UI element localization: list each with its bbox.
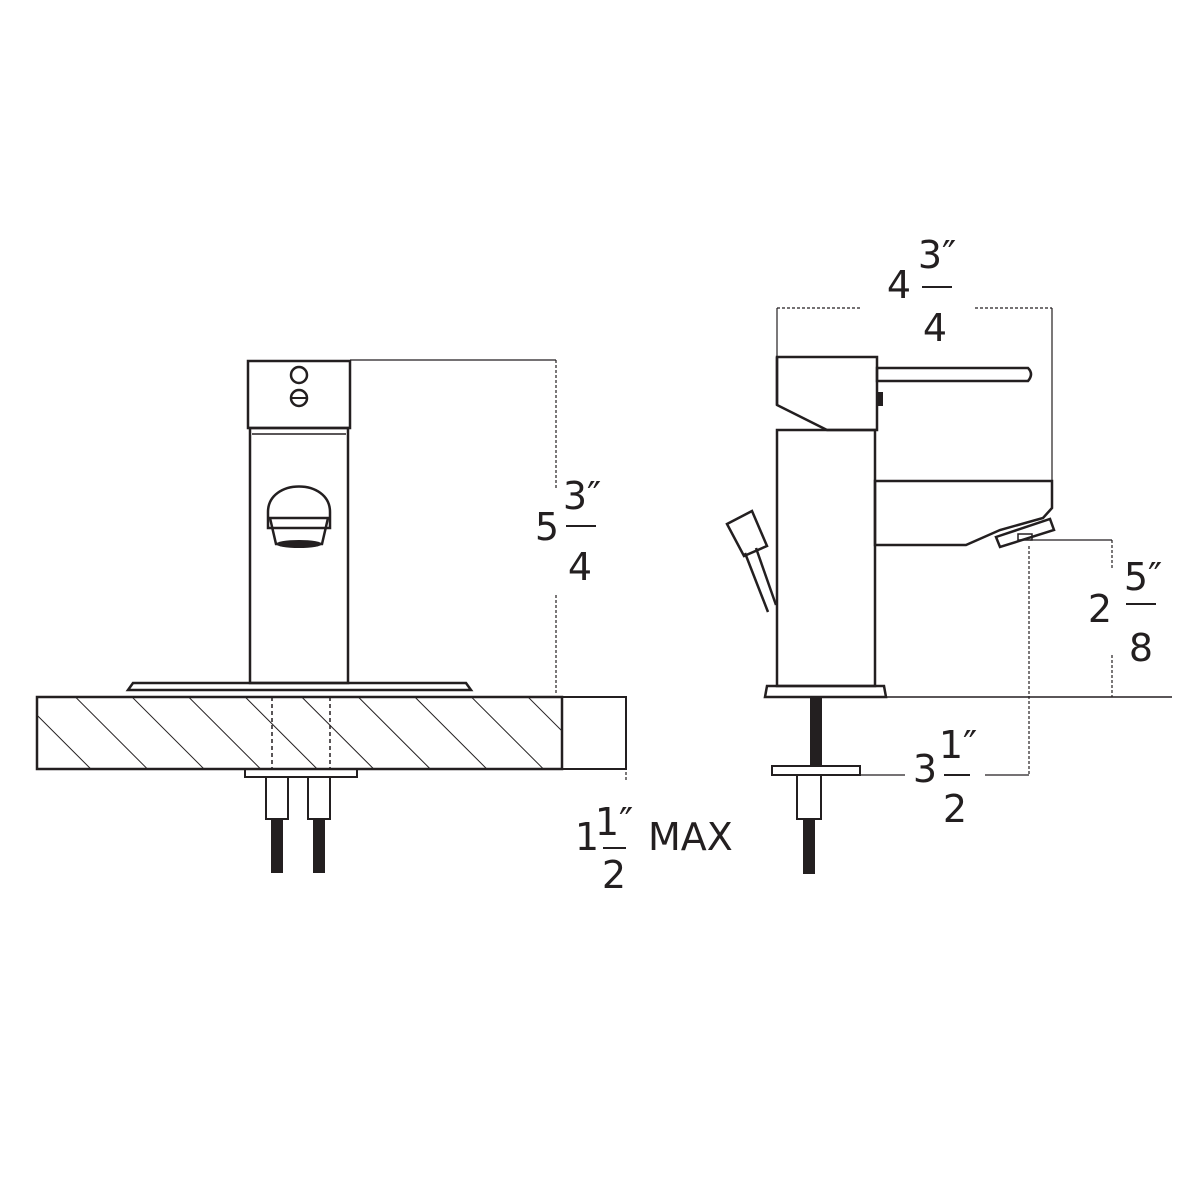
- deck-max-label: MAX: [648, 815, 733, 859]
- threaded-rod-side-lower: [803, 819, 815, 874]
- aerator-outlet: [276, 540, 322, 548]
- threaded-rod-left: [271, 819, 283, 873]
- depth-denominator: 4: [923, 306, 947, 350]
- side-view: 4 3″ 4 2 5″ 8 3 1″ 2: [725, 233, 1172, 874]
- depth-whole: 4: [887, 263, 911, 307]
- faucet-body-front: [248, 426, 350, 685]
- spout-side: [873, 479, 1054, 547]
- spout-front: [266, 485, 332, 530]
- countertop-section: [35, 695, 627, 771]
- mounting-hardware-front: [244, 768, 358, 873]
- drain-rod-right: [754, 547, 778, 606]
- shank-left: [265, 776, 289, 820]
- front-view: 5 3″ 4 1 1″ 2 MAX: [35, 359, 733, 897]
- drain-rod-left: [743, 552, 770, 613]
- mounting-washer-side: [771, 765, 861, 776]
- threaded-rod-side-upper: [810, 697, 822, 767]
- countertop-edge: [561, 696, 627, 770]
- faucet-side: [725, 355, 1056, 699]
- handle-lever-dot: [289, 365, 309, 385]
- height-denominator: 4: [568, 545, 592, 589]
- countertop-hatching: [37, 697, 562, 769]
- shank-side: [796, 774, 822, 820]
- deck-numerator: 1″: [595, 800, 633, 844]
- shank-length-dimension: 3 1″ 2: [860, 546, 1030, 831]
- shank-length-denominator: 2: [943, 787, 967, 831]
- depth-numerator: 3″: [918, 233, 956, 277]
- handle-pivot: [877, 392, 883, 406]
- shank-length-numerator: 1″: [939, 723, 977, 767]
- spout-height-denominator: 8: [1129, 626, 1153, 670]
- height-dimension: 5 3″ 4: [350, 359, 601, 695]
- spout-height-whole: 2: [1088, 587, 1112, 631]
- base-plate-side: [763, 684, 888, 699]
- shank-right: [307, 776, 331, 820]
- mounting-washer-front: [244, 768, 358, 778]
- spout-height-numerator: 5″: [1124, 555, 1162, 599]
- drain-knob: [725, 509, 769, 558]
- aerator-side: [994, 517, 1056, 549]
- deck-denominator: 2: [602, 853, 626, 897]
- handle-cap-front: [246, 359, 352, 430]
- deck-whole: 1: [575, 815, 599, 859]
- mounting-hardware-side: [771, 697, 861, 874]
- height-numerator: 3″: [563, 474, 601, 518]
- handle-cap-side: [775, 355, 879, 432]
- base-plate-front: [125, 681, 474, 692]
- faucet-body-side: [775, 428, 877, 688]
- height-whole: 5: [535, 505, 559, 549]
- handle-lever: [875, 366, 1033, 383]
- depth-dimension: 4 3″ 4: [776, 233, 1053, 481]
- deck-thickness-dimension: 1 1″ 2 MAX: [575, 697, 733, 897]
- shank-length-whole: 3: [913, 747, 937, 791]
- spout-height-dimension: 2 5″ 8: [1030, 539, 1162, 697]
- faucet-front: [125, 359, 474, 692]
- threaded-rod-right: [313, 819, 325, 873]
